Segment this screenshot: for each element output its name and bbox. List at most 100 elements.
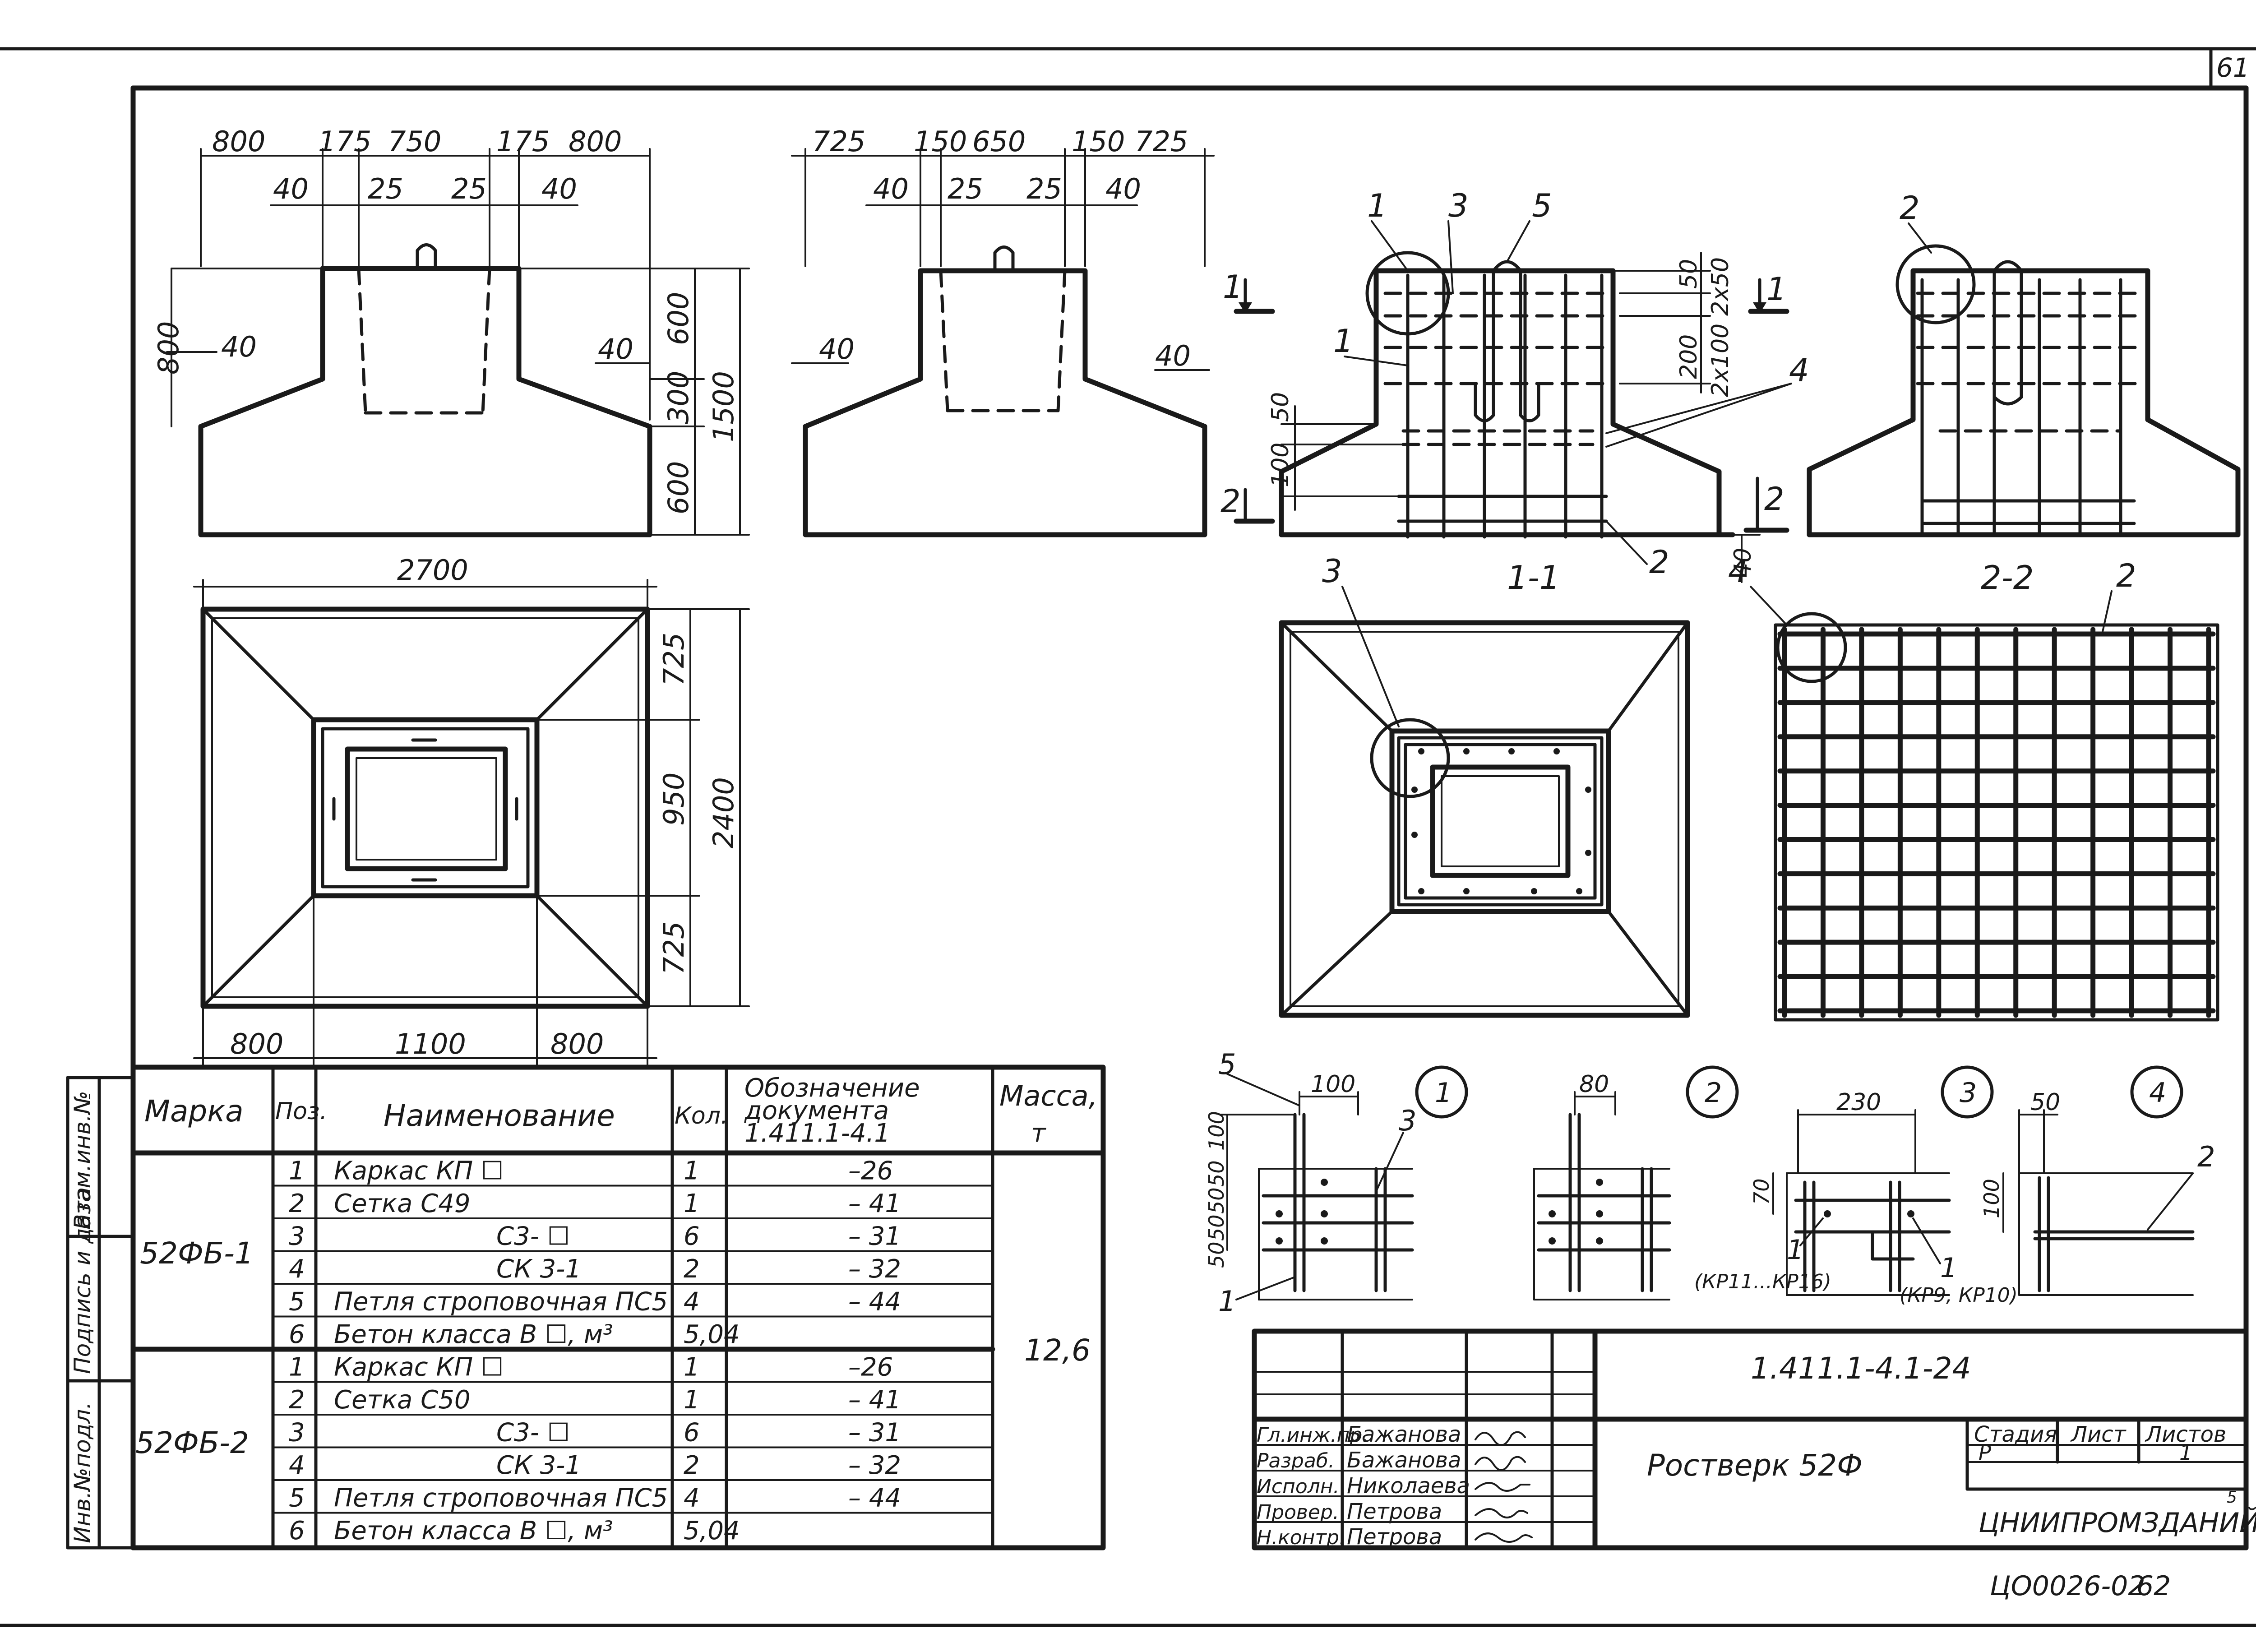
spec-row-doc: – 31 (848, 1222, 901, 1251)
e1-dim-40d: 40 (598, 333, 633, 366)
organization: ЦНИИПРОМЗДАНИЙ (1979, 1507, 2256, 1539)
spec-row-pos: 5 (289, 1484, 305, 1513)
spec-row-qty: 5,04 (684, 1516, 740, 1546)
tb-name: Бажанова (1347, 1422, 1461, 1447)
mesh-callout-4: 4 (1728, 553, 1748, 590)
e1-dim-40b: 40 (541, 172, 577, 205)
tb-name: Бажанова (1347, 1448, 1461, 1473)
s11-dim-50l: 50 (1267, 392, 1294, 422)
sheets-value: 1 (2179, 1440, 2192, 1465)
s11-dim-50: 50 (1675, 259, 1702, 289)
detail-1: 100 100 50 50 50 50 5 3 1 1 (1204, 1048, 1468, 1318)
spec-row-pos: 5 (289, 1287, 305, 1317)
mesh-bars (1777, 627, 2216, 1018)
spec-row-name: С3- ☐ (496, 1418, 570, 1448)
spec-row-name: Сетка С50 (334, 1385, 470, 1415)
tb-role: Н.контр. (1257, 1526, 1345, 1549)
e1-dim-25a: 25 (368, 172, 403, 205)
e2-dim-150a: 150 (914, 125, 967, 158)
e2-dim-25b: 25 (1026, 172, 1062, 205)
spec-row-name: Петля строповочная ПС5 (334, 1287, 668, 1317)
e1-dim-175b: 175 (496, 125, 550, 158)
e2-dim-150b: 150 (1072, 125, 1125, 158)
e2-dim-25a: 25 (948, 172, 983, 205)
spec-header-doc-1: Обозначение (744, 1074, 920, 1103)
s11-dim-2x100: 2х100 (1707, 324, 1734, 397)
spec-row-pos: 4 (289, 1254, 305, 1284)
p1-dim-2700: 2700 (397, 554, 468, 587)
s11-callout-1a: 1 (1367, 187, 1387, 224)
d4-callout-2: 2 (2197, 1140, 2215, 1173)
detail-3: 230 70 1 (КР11...КР16) 1 (КР9, КР10) 3 (1694, 1065, 2018, 1307)
tb-role: Провер. (1257, 1501, 1339, 1524)
e1-dim-300: 300 (662, 371, 695, 424)
spec-row-doc: – 31 (848, 1418, 901, 1448)
d3-dim-230: 230 (1836, 1089, 1881, 1116)
spec-row-qty: 1 (684, 1385, 700, 1415)
spec-row-qty: 1 (684, 1157, 700, 1186)
spec-row-qty: 4 (684, 1484, 700, 1513)
d2-dim-80: 80 (1579, 1071, 1609, 1098)
title-block-people: Гл.инж.пр.БажановаРазраб.БажановаИсполн.… (1257, 1422, 1470, 1550)
signatures (1475, 1431, 1533, 1543)
cut-mark-2-right: 2 (1764, 481, 1784, 518)
org-superscript: 5 (2227, 1488, 2237, 1507)
stamp-page: 62 (2136, 1570, 2171, 1602)
d1-dim-50a: 50 (1204, 1160, 1229, 1187)
s11-dim-100l: 100 (1267, 443, 1294, 487)
e2-dim-40b: 40 (1105, 172, 1141, 205)
e1-dim-600b: 600 (662, 461, 695, 514)
elevation-1: 800 175 750 175 800 40 25 25 40 800 40 4… (152, 125, 750, 537)
spec-row-name: Сетка С49 (334, 1189, 470, 1218)
p1-dim-800a: 800 (230, 1027, 283, 1060)
spec-row-qty: 5,04 (684, 1320, 740, 1349)
d3-dim-70: 70 (1749, 1178, 1774, 1205)
s11-dim-40b: 40 (1729, 548, 1757, 578)
tb-role: Исполн. (1257, 1475, 1340, 1498)
spec-header-pos: Поз. (275, 1098, 327, 1125)
detail-2-number: 2 (1705, 1077, 1722, 1109)
stamp-code: ЦО0026-02 (1990, 1570, 2145, 1602)
title-block: 1.411.1-4.1-24 Ростверк 52Ф Стадия Лист … (1252, 1328, 2256, 1550)
e1-dim-175a: 175 (318, 125, 371, 158)
plan-view-1: 2700 725 950 725 2400 800 1100 800 (193, 554, 750, 1066)
spec-row-qty: 2 (684, 1254, 700, 1284)
e2-dim-725b: 725 (1135, 125, 1188, 158)
sheet-header: Лист (2070, 1422, 2127, 1447)
spec-row-qty: 6 (684, 1418, 700, 1448)
spec-row-name: Бетон класса В ☐, м³ (334, 1320, 613, 1349)
d3-callout-1b: 1 (1940, 1252, 1957, 1284)
spec-row-qty: 2 (684, 1451, 700, 1480)
section-1-1-title: 1-1 (1507, 559, 1560, 597)
spec-row-doc: – 44 (848, 1287, 901, 1317)
spec-row-pos: 4 (289, 1451, 305, 1480)
d1-dim-100b: 100 (1204, 1111, 1229, 1151)
margin-label-inv: Инв.№подл. (69, 1402, 96, 1543)
spec-mark-1: 52ФБ-1 (140, 1236, 254, 1271)
e2-dim-40c: 40 (819, 333, 855, 366)
tb-name: Николаева (1347, 1473, 1470, 1499)
stage-value: Р (1979, 1440, 1991, 1465)
d1-dim-50b: 50 (1204, 1187, 1229, 1214)
detail-2: 80 2 (1533, 1065, 1739, 1300)
d4-dim-100: 100 (1979, 1179, 2004, 1218)
spec-row-doc: –26 (848, 1157, 893, 1186)
sheet-number: 61 (2216, 52, 2250, 83)
spec-row-name: С3- ☐ (496, 1222, 570, 1251)
spec-row-lines (272, 1185, 994, 1514)
spec-header-mass-1: Масса, (999, 1079, 1097, 1112)
spec-row-doc: –26 (848, 1353, 893, 1382)
spec-row-name: СК 3-1 (496, 1254, 581, 1284)
e1-dim-25b: 25 (451, 172, 487, 205)
p2-callout-3: 3 (1322, 553, 1342, 590)
spec-row-doc: – 32 (848, 1451, 901, 1480)
spec-header-mass-2: т (1031, 1119, 1046, 1148)
sheets-header: Листов (2145, 1422, 2226, 1447)
left-margin-strip: Взам.инв.№ Подпись и дата Инв.№подл. (66, 1076, 135, 1550)
section-2-2: 2 2-2 (1807, 190, 2241, 597)
s11-callout-3: 3 (1448, 187, 1469, 224)
e1-dim-800a: 800 (212, 125, 265, 158)
spec-row-doc: – 41 (848, 1189, 901, 1218)
spec-row-doc: – 41 (848, 1385, 901, 1415)
